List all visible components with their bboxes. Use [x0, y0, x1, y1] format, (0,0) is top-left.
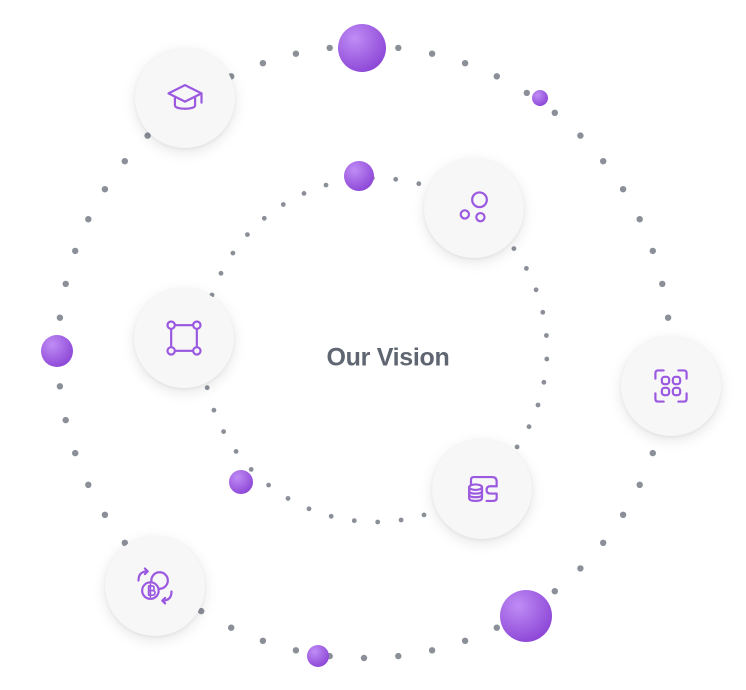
orbit-dot	[493, 73, 500, 80]
coins-wallet-card[interactable]	[432, 439, 532, 539]
scan-icon	[654, 369, 688, 403]
graduation-cap-icon	[167, 84, 203, 110]
orbit-dot	[533, 287, 539, 293]
orbit-dot	[259, 60, 267, 67]
orbit-ball	[338, 24, 386, 72]
orbit-dot	[72, 247, 79, 255]
coins-wallet-icon	[468, 475, 498, 503]
orbit-dot	[261, 215, 267, 221]
circles-card[interactable]	[424, 158, 524, 258]
orbit-dot	[72, 449, 79, 457]
orbit-dot	[600, 539, 607, 546]
orbit-dot	[121, 158, 128, 165]
orbit-dot	[351, 518, 357, 524]
orbit-dot	[526, 424, 532, 430]
currency-exchange-icon	[137, 567, 173, 605]
orbit-dot	[544, 333, 549, 338]
orbit-dot	[428, 647, 436, 654]
orbit-dot	[535, 402, 541, 408]
orbit-ball	[344, 161, 374, 191]
orbit-dot	[62, 416, 69, 424]
orbit-dot	[636, 481, 643, 488]
center-title: Our Vision	[326, 343, 450, 372]
orbit-dot	[514, 444, 520, 450]
orbit-dot	[101, 511, 109, 518]
orbit-dot	[659, 280, 666, 288]
orbit-dot	[204, 385, 210, 391]
orbit-dot	[292, 50, 300, 57]
orbit-dot	[280, 202, 286, 207]
orbit-dot	[285, 496, 291, 501]
orbit-dot	[577, 132, 584, 139]
orbit-dot	[600, 158, 607, 165]
orbit-dot	[649, 449, 656, 457]
orbit-dot	[551, 109, 558, 117]
orbit-dot	[245, 232, 250, 238]
orbit-dot	[523, 89, 530, 97]
orbit-dot	[360, 654, 368, 662]
orbit-dot	[649, 247, 656, 255]
orbit-dot	[541, 379, 547, 385]
orbit-dot	[198, 607, 205, 615]
orbit-dot	[218, 270, 224, 276]
orbit-dot	[326, 44, 333, 52]
orbit-dot	[62, 280, 69, 288]
orbit-dot	[85, 481, 92, 488]
orbit-dot	[511, 246, 517, 252]
orbit-dot	[664, 314, 672, 321]
circles-icon	[459, 191, 488, 223]
orbit-dot	[461, 60, 469, 67]
orbit-dot	[619, 186, 627, 193]
orbit-dot	[56, 314, 64, 321]
orbit-dot	[266, 482, 271, 488]
orbit-dot	[259, 637, 267, 644]
graduation-cap-card[interactable]	[135, 48, 235, 148]
orbit-dot	[636, 216, 643, 223]
orbit-dot	[544, 356, 550, 362]
orbit-dot	[248, 467, 254, 472]
orbit-dot	[393, 176, 399, 182]
orbit-ball	[500, 590, 552, 642]
orbit-dot	[395, 44, 402, 52]
orbit-dot	[540, 309, 546, 315]
orbit-dot	[421, 512, 427, 518]
orbit-dot	[551, 588, 558, 595]
scan-card[interactable]	[621, 336, 721, 436]
currency-exchange-card[interactable]	[105, 536, 205, 636]
orbit-dot	[221, 429, 227, 434]
orbit-dot	[323, 182, 329, 188]
orbit-dot	[577, 565, 584, 572]
orbit-dot	[524, 266, 529, 271]
vector-square-icon	[166, 320, 202, 356]
orbit-ball	[307, 645, 329, 667]
orbit-ball	[229, 470, 253, 494]
orbit-dot	[619, 511, 627, 518]
orbit-dot	[85, 216, 92, 223]
orbit-dot	[101, 186, 109, 193]
orbit-balls	[41, 24, 552, 667]
orbit-dot	[233, 449, 239, 454]
orbit-dot	[398, 517, 404, 523]
orbit-dot	[493, 624, 500, 631]
orbit-dot	[395, 652, 402, 660]
orbit-dot	[301, 191, 307, 196]
orbit-dot	[56, 383, 64, 390]
orbit-dot	[230, 250, 236, 256]
orbit-dot	[228, 624, 235, 631]
orbit-dot	[461, 637, 469, 644]
orbit-dot	[211, 407, 217, 413]
orbit-ball	[532, 90, 548, 106]
orbit-dot	[375, 519, 381, 525]
orbit-dot	[144, 132, 151, 139]
orbit-dot	[328, 513, 334, 519]
vector-square-card[interactable]	[134, 288, 234, 388]
orbit-dot	[292, 647, 300, 654]
orbit-ball	[41, 335, 73, 367]
orbit-dot	[416, 181, 422, 187]
orbit-dot	[306, 506, 312, 512]
orbit-dot	[428, 50, 436, 57]
